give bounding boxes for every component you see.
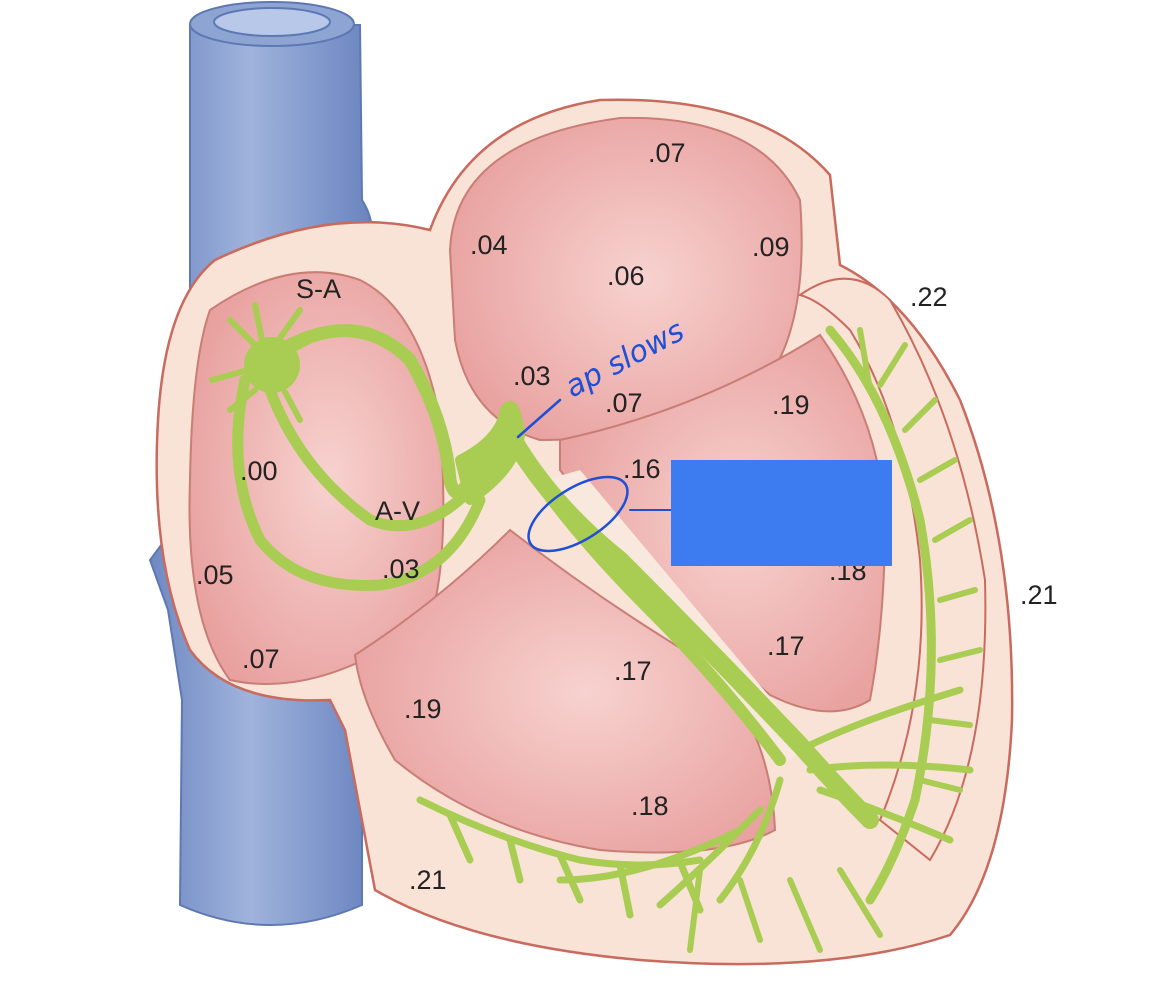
time-av-below: .03: [382, 554, 420, 584]
time-septum-mid: .07: [605, 388, 643, 418]
labels: S-A A-V: [296, 274, 420, 526]
time-rv-left: .19: [404, 694, 442, 724]
time-ra-mid: .00: [240, 456, 278, 486]
time-rv-center: .17: [614, 656, 652, 686]
redaction-box: [671, 460, 892, 566]
time-septum-top: .03: [513, 361, 551, 391]
time-top: .07: [648, 138, 686, 168]
time-lv-lower: .17: [767, 631, 805, 661]
time-outer-right-top: .22: [910, 282, 948, 312]
time-rv-bottom: .18: [631, 791, 669, 821]
time-outer-right: .21: [1020, 580, 1058, 610]
sa-node-label: S-A: [296, 274, 341, 304]
time-la-left: .04: [470, 230, 508, 260]
left-atrium: [448, 116, 803, 442]
annotation-circle: [527, 475, 629, 553]
time-ra-bottom: .07: [242, 644, 280, 674]
time-la-right: .09: [752, 232, 790, 262]
lv-outer-wall: [797, 277, 987, 862]
time-la-center: .06: [607, 261, 645, 291]
time-bundle: .16: [623, 454, 661, 484]
conduction-system: [209, 302, 983, 953]
time-lv-upper: .19: [772, 390, 810, 420]
activation-times: .07 .04 .09 .06 .22 .03 .07 .19 .16 .00 …: [196, 138, 1058, 895]
time-outer-bottom: .21: [409, 865, 447, 895]
time-ra-left: .05: [196, 560, 234, 590]
sa-node: [244, 337, 300, 393]
av-node-label: A-V: [375, 496, 420, 526]
